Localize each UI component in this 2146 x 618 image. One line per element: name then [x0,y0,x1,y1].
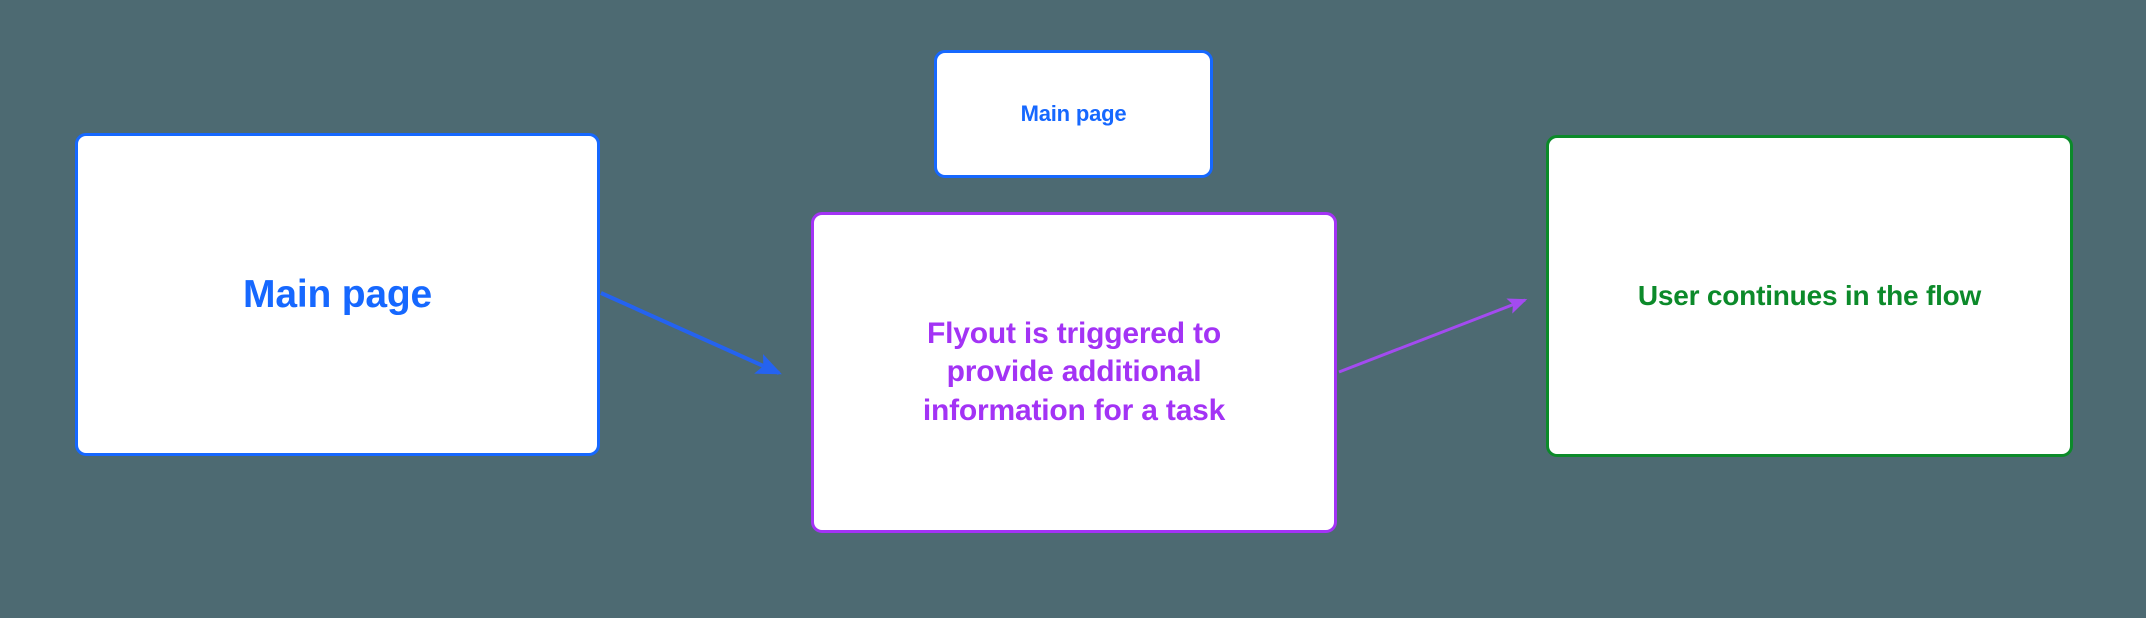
node-main-page-top-label: Main page [1020,100,1127,126]
node-main-page-left[interactable]: Main page [75,133,600,456]
node-main-page-top[interactable]: Main page [934,50,1213,178]
node-user-continues[interactable]: User continues in the flow [1546,135,2073,457]
edge-flyout-to-user [1338,298,1528,374]
node-flyout-label: Flyout is triggered to provide additiona… [922,316,1226,427]
node-flyout[interactable]: Flyout is triggered to provide additiona… [811,212,1337,533]
node-user-continues-label: User continues in the flow [1637,280,1982,312]
node-main-page-left-label: Main page [243,272,432,316]
edge-main-to-flyout [600,291,782,375]
